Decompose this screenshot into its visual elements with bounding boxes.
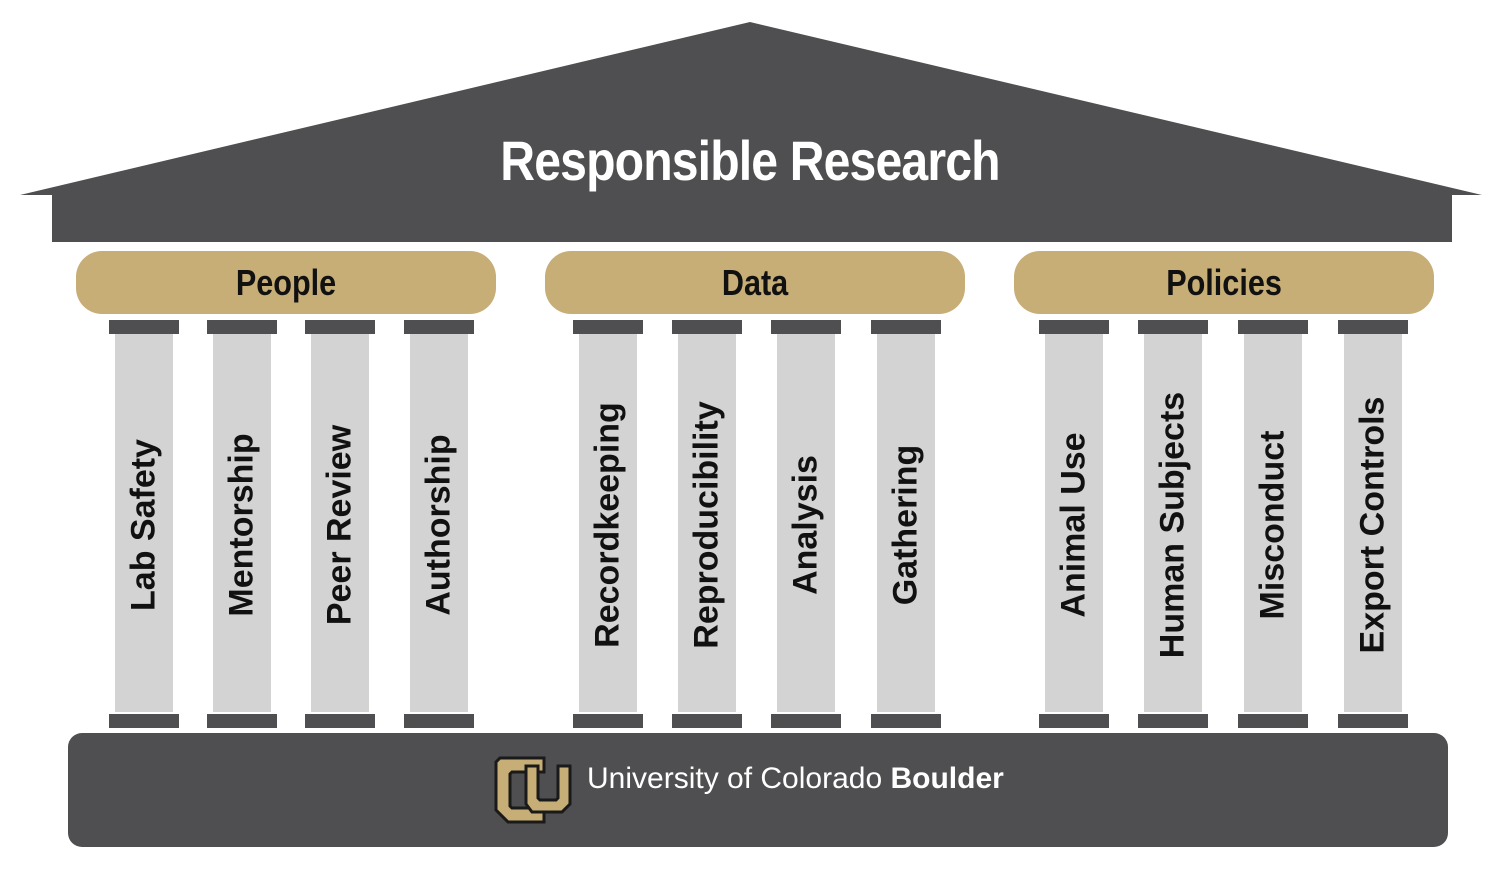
pillar-cap-bottom [871,714,941,728]
pillar-label: Lab Safety [124,439,163,611]
pillar-cap-bottom [1039,714,1109,728]
group-label-policies: Policies [1166,261,1282,303]
pillar-cap-bottom [1238,714,1308,728]
pillar-shaft [1144,334,1202,712]
pillar-label: Authorship [419,434,458,616]
pillar-cap-bottom [305,714,375,728]
diagram-title: Responsible Research [500,129,1000,192]
pillar-recordkeeping: Recordkeeping [573,320,643,728]
pillar-cap-bottom [771,714,841,728]
group-label-data: Data [721,261,789,303]
pillar-label: Gathering [886,444,925,606]
pillar-misconduct: Misconduct [1238,320,1308,728]
pillar-label: Mentorship [222,433,261,617]
pillar-cap-top [871,320,941,334]
pillar-mentorship: Mentorship [207,320,277,728]
pillar-cap-top [573,320,643,334]
pillar-cap-top [1338,320,1408,334]
pillar-label: Export Controls [1353,396,1392,654]
pillar-cap-bottom [672,714,742,728]
pillar-cap-bottom [109,714,179,728]
pillar-gathering: Gathering [871,320,941,728]
pillar-cap-bottom [1138,714,1208,728]
pillar-shaft [678,334,736,712]
pillar-cap-bottom [404,714,474,728]
university-name-bold: Boulder [890,762,1004,795]
pillar-cap-top [109,320,179,334]
pillar-cap-top [207,320,277,334]
group-label-people: People [235,261,337,303]
pillar-shaft [877,334,935,712]
pillar-shaft [579,334,637,712]
pillar-shaft [115,334,173,712]
university-name-regular: University of Colorado [587,762,883,795]
foundation-base [68,733,1448,847]
pillar-label: Human Subjects [1153,391,1192,659]
pillar-cap-top [1039,320,1109,334]
pillar-cap-top [1138,320,1208,334]
pillar-animal-use: Animal Use [1039,320,1109,728]
pillar-cap-bottom [573,714,643,728]
pillar-label: Reproducibility [687,401,726,649]
group-capital-policies: Policies [1014,251,1434,314]
pillar-shaft [1344,334,1402,712]
group-capital-data: Data [545,251,965,314]
pillar-export-controls: Export Controls [1338,320,1408,728]
university-name: University of Colorado Boulder [587,762,1004,796]
pillar-analysis: Analysis [771,320,841,728]
pillar-cap-top [404,320,474,334]
pillar-authorship: Authorship [404,320,474,728]
pillar-cap-top [672,320,742,334]
pillar-shaft [311,334,369,712]
pillar-lab-safety: Lab Safety [109,320,179,728]
pillar-shaft [1045,334,1103,712]
pillar-cap-top [1238,320,1308,334]
group-capital-people: People [76,251,496,314]
pillar-cap-top [771,320,841,334]
pillar-label: Analysis [786,455,825,595]
pillar-shaft [777,334,835,712]
pillar-cap-bottom [1338,714,1408,728]
pillar-label: Animal Use [1054,432,1093,618]
pillar-label: Misconduct [1253,430,1292,620]
pillar-shaft [410,334,468,712]
pillar-shaft [213,334,271,712]
pillar-reproducibility: Reproducibility [672,320,742,728]
cu-logo-icon [494,756,572,824]
pillar-shaft [1244,334,1302,712]
roof-pediment [20,22,1482,242]
pillar-cap-bottom [207,714,277,728]
pillar-cap-top [305,320,375,334]
pillar-label: Recordkeeping [588,402,627,648]
pillar-label: Peer Review [320,424,359,626]
pillar-human-subjects: Human Subjects [1138,320,1208,728]
pillar-peer-review: Peer Review [305,320,375,728]
